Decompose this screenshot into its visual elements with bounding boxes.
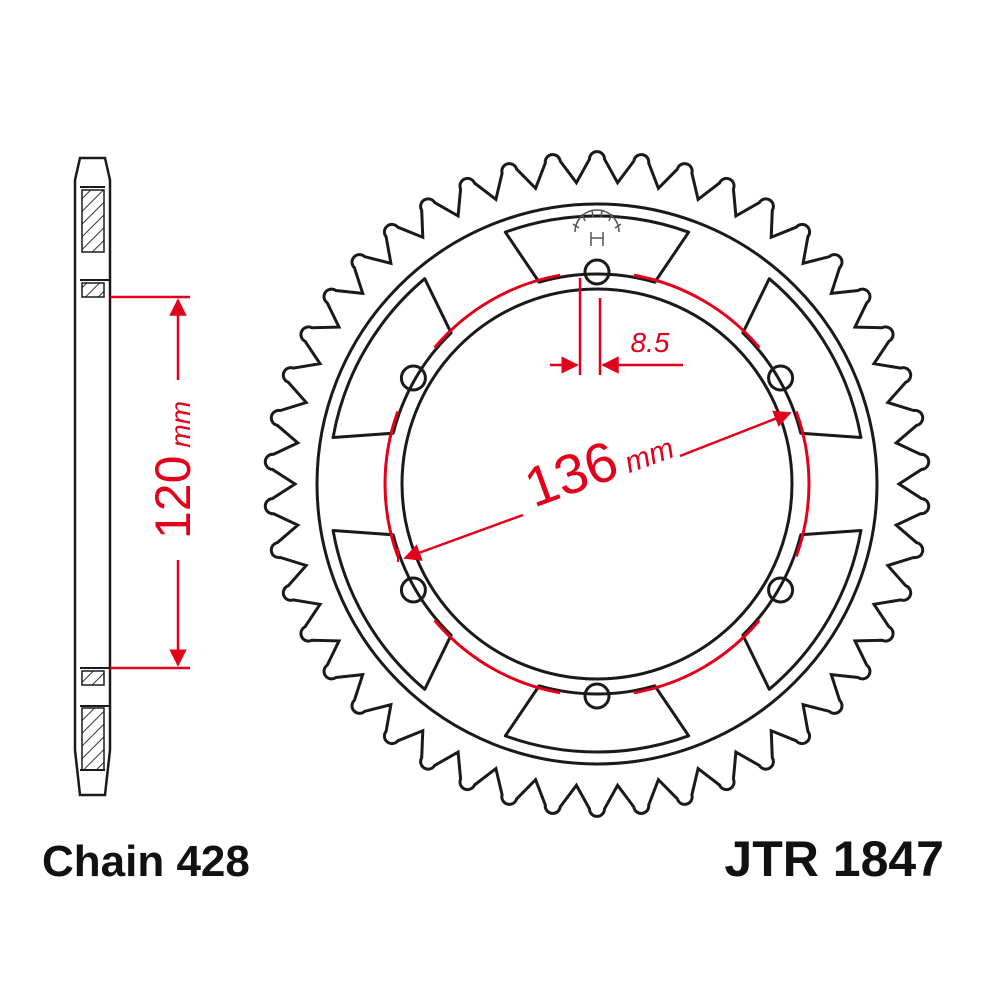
lightening-window — [503, 684, 691, 754]
bolt-holes — [399, 258, 795, 710]
hatch-upper-small — [81, 282, 105, 298]
side-width-unit: mm — [165, 401, 196, 448]
bolt-circle-dimension: 136mm — [397, 408, 792, 562]
lightening-window — [741, 277, 863, 439]
sprocket-teeth-outline — [263, 150, 931, 818]
bolt-hole — [767, 364, 795, 392]
bolt-hole-value: 8.5 — [631, 327, 670, 358]
hatch-lower-small — [81, 670, 105, 686]
bolt-circle-unit: mm — [620, 432, 678, 480]
svg-text:136mm: 136mm — [516, 408, 680, 519]
svg-text:120mm: 120 mm — [145, 401, 201, 539]
bolt-hole — [583, 258, 611, 286]
lightening-window — [503, 214, 691, 284]
inner-ring-outline — [315, 202, 879, 766]
lightening-window — [331, 529, 453, 691]
lightening-window — [331, 277, 453, 439]
hatch-upper — [81, 189, 105, 253]
bolt-circle-value: 136 — [516, 428, 625, 519]
side-width-dimension: 120 mm — [110, 295, 201, 670]
bolt-hole-dimension: 8.5 — [550, 278, 683, 375]
bolt-hole — [583, 682, 611, 710]
sprocket-front-view: 136mm 8.5 — [263, 150, 931, 818]
side-width-value: 120 — [145, 456, 201, 539]
bolt-circle-arcs — [383, 273, 811, 695]
lightening-window — [741, 529, 863, 691]
hatch-lower — [81, 707, 105, 771]
part-number-label: JTR 1847 — [724, 831, 944, 887]
bolt-hole — [767, 576, 795, 604]
bolt-hole — [399, 364, 427, 392]
bolt-hole — [399, 576, 427, 604]
side-profile-outline — [73, 156, 112, 797]
chain-label: Chain 428 — [42, 837, 250, 886]
side-profile-view: 120 mm — [73, 156, 201, 797]
logo-mark — [572, 209, 622, 246]
center-bore — [400, 287, 794, 681]
